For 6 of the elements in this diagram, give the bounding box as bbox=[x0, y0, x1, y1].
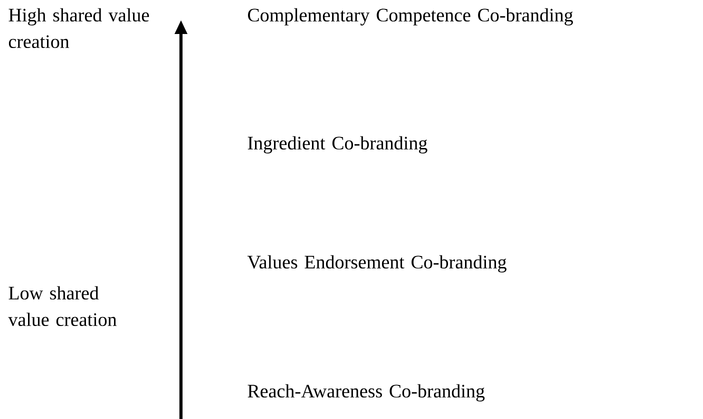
axis-label: Values Endorsement Co-branding bbox=[247, 255, 506, 272]
axis-label: Low shared value creation bbox=[8, 286, 117, 326]
axis-label: Reach-Awareness Co-branding bbox=[248, 384, 485, 402]
axis-label: High shared value creation bbox=[8, 8, 149, 48]
axis-label: Ingredient Co-branding bbox=[248, 136, 428, 154]
axis-label: Complementary Competence Co-branding bbox=[248, 8, 573, 26]
